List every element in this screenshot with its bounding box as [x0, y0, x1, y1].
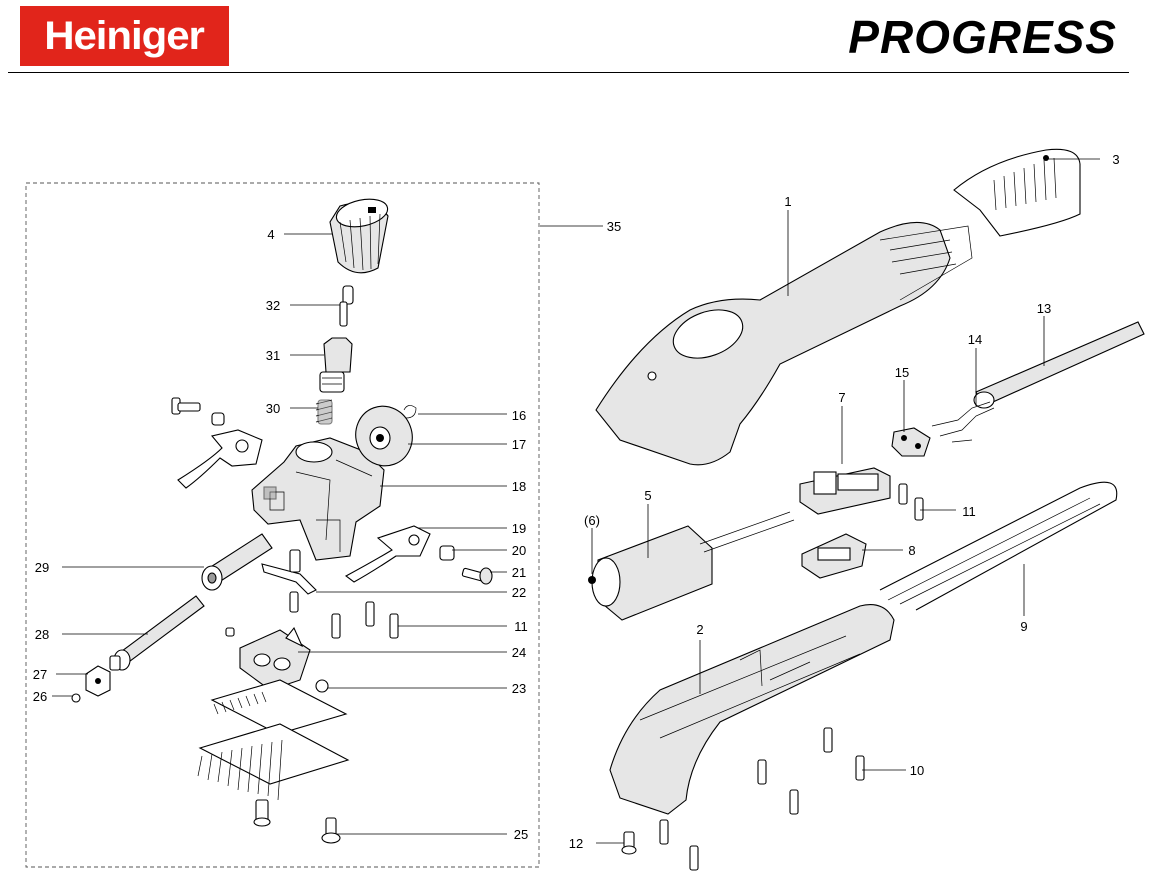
- callout-23: 23: [512, 681, 526, 696]
- callout-8: 8: [908, 543, 915, 558]
- leader-lines: [52, 158, 1100, 844]
- part-17-roller: [355, 405, 413, 467]
- part-24-comb-holder: [239, 626, 311, 691]
- part-2-lower-housing: [609, 604, 895, 815]
- callout-5: 5: [644, 488, 651, 503]
- part-21-bolt: [461, 567, 493, 585]
- callout-3: 3: [1112, 152, 1119, 167]
- part-screw-small: [225, 627, 235, 637]
- part-screw-bolt-top: [171, 397, 225, 426]
- model-title: PROGRESS: [848, 11, 1117, 63]
- callout-26: 26: [33, 689, 47, 704]
- callout-18: 18: [512, 479, 526, 494]
- part-19-fork-lever: [344, 525, 431, 583]
- part-25-screws: [253, 799, 341, 844]
- callout-14: 14: [968, 332, 982, 347]
- callout-27: 27: [33, 667, 47, 682]
- callout-19: 19: [512, 521, 526, 536]
- callout-29: 29: [35, 560, 49, 575]
- callout-30: 30: [266, 401, 280, 416]
- part-32-pin: [339, 285, 354, 327]
- header-rule: [8, 72, 1129, 73]
- part-23-screw: [315, 679, 329, 693]
- part-28-drive-shaft: [109, 595, 205, 671]
- callout-2: 2: [696, 622, 703, 637]
- part-9-loop-detail: [887, 497, 1101, 605]
- callout-24: 24: [512, 645, 526, 660]
- callout-4: 4: [267, 227, 274, 242]
- callout-1: 1: [784, 194, 791, 209]
- part-15-clamp: [891, 427, 931, 457]
- part-11-screws-body: [898, 483, 924, 521]
- callout-11-head: 11: [514, 619, 528, 634]
- callout-28: 28: [35, 627, 49, 642]
- callout-16: 16: [512, 408, 526, 423]
- callout-35: 35: [607, 219, 621, 234]
- head-assembly-box: [25, 182, 540, 868]
- callout-10: 10: [910, 763, 924, 778]
- part-11-screws-head: [289, 591, 399, 639]
- callout-20: 20: [512, 543, 526, 558]
- callout-22: 22: [512, 585, 526, 600]
- part-5-motor: [588, 511, 795, 621]
- part-3-rear-cap: [953, 148, 1081, 237]
- part-14-wires: [931, 401, 995, 443]
- part-4-tension-knob: [329, 198, 389, 274]
- callout-21: 21: [512, 565, 526, 580]
- callout-6: (6): [584, 513, 600, 528]
- callout-11-body: 11: [962, 504, 976, 519]
- callout-12: 12: [569, 836, 583, 851]
- callout-7: 7: [838, 390, 845, 405]
- part-30-spring: [315, 399, 333, 425]
- callout-31: 31: [266, 348, 280, 363]
- part-12-screw: [621, 831, 637, 855]
- part-8-switch: [801, 533, 867, 579]
- part-27-block: [85, 665, 111, 697]
- part-7-circuit-board: [799, 467, 891, 515]
- callout-13: 13: [1037, 301, 1051, 316]
- part-31-sleeve: [319, 337, 353, 393]
- part-16-circlip: [403, 405, 417, 419]
- part-13-cable: [973, 321, 1145, 409]
- callout-9: 9: [1020, 619, 1027, 634]
- part-left-fork-lever: [177, 429, 263, 489]
- part-20-bushing: [439, 545, 455, 561]
- callout-labels: 1 2 3 4 5 (6) 7 8 9 10 11 11 12 13 14 15…: [33, 152, 1120, 851]
- heiniger-logo: Heiniger: [20, 6, 229, 66]
- callout-17: 17: [512, 437, 526, 452]
- callout-15: 15: [895, 365, 909, 380]
- part-29-eccentric: [201, 533, 273, 591]
- part-18-head-housing: [251, 437, 385, 561]
- brand-name: Heiniger: [44, 13, 206, 58]
- part-22-fork-pin: [261, 549, 317, 595]
- part-1-upper-housing: [595, 221, 973, 466]
- part-comb-blade: [197, 723, 350, 801]
- part-10-screws: [659, 727, 865, 871]
- callout-32: 32: [266, 298, 280, 313]
- part-26-screw: [71, 693, 81, 703]
- part-cutter-blade: [210, 679, 348, 735]
- callout-25: 25: [514, 827, 528, 842]
